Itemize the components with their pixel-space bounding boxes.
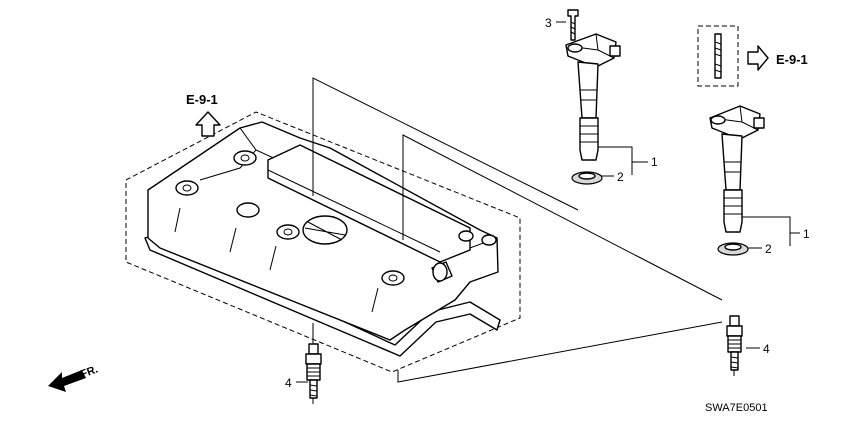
spark-plug-right	[726, 315, 743, 376]
callout-spark-plug-left: 4	[285, 376, 292, 390]
catalog-code: SWA7E0501	[705, 402, 768, 414]
ignition-coil-right	[697, 25, 765, 256]
ref-arrow-left: E-9-1	[186, 92, 221, 137]
callout-spark-plug-right: 4	[763, 342, 770, 356]
spark-plug-left	[305, 343, 322, 404]
stud-dashed-box	[697, 25, 739, 87]
callout-coil-2-seal: 2	[765, 242, 772, 256]
cylinder-head-cover	[144, 121, 501, 357]
ref-label-left: E-9-1	[186, 92, 218, 107]
callout-coil-2-assembly: 1	[803, 227, 810, 241]
leader-lines	[296, 21, 800, 383]
front-label: FR.	[79, 363, 100, 380]
front-arrow: FR.	[48, 363, 100, 392]
callout-coil-1-bolt: 3	[545, 16, 552, 30]
head-cover-dashed-outline	[125, 111, 521, 373]
callout-coil-1-assembly: 1	[651, 155, 658, 169]
ref-arrow-right: E-9-1	[747, 45, 808, 71]
ref-label-right: E-9-1	[776, 52, 808, 67]
ignition-coil-left	[565, 9, 621, 185]
callout-coil-1-seal: 2	[617, 170, 624, 184]
